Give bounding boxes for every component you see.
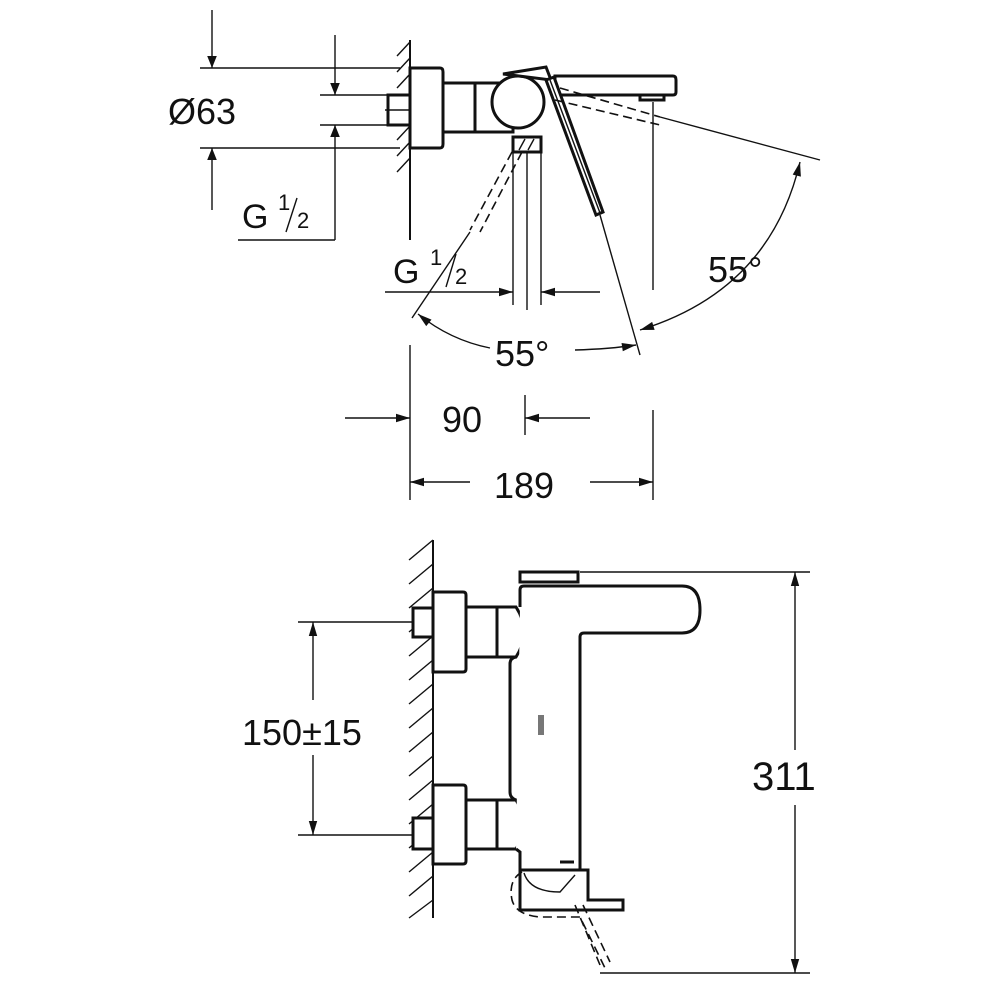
angle-right-label: 55° xyxy=(708,249,762,290)
inlet-thread-label-den: 2 xyxy=(297,208,309,233)
wall-side xyxy=(408,539,434,919)
dimension-outlet-thread: G 1 2 xyxy=(385,245,600,297)
side-view: 150±15 311 xyxy=(242,539,816,974)
top-view: Ø63 G 1 2 G 1 2 55° xyxy=(168,10,821,506)
dim-189-label: 189 xyxy=(494,465,554,506)
dimension-inlet-spacing: 150±15 xyxy=(242,621,413,836)
wall-top xyxy=(396,40,411,240)
mixer-side-outline xyxy=(411,570,702,912)
dimension-diameter: Ø63 xyxy=(168,10,400,210)
dimension-189: 189 xyxy=(410,410,654,506)
outlet-thread-label-main: G xyxy=(393,253,419,291)
hose-dashed xyxy=(510,871,611,969)
outlet-thread-label-den: 2 xyxy=(455,264,467,289)
height-label: 311 xyxy=(752,755,816,799)
outlet-thread-label-num: 1 xyxy=(430,245,442,270)
dimension-height: 311 xyxy=(580,571,816,974)
dimension-90: 90 xyxy=(345,345,590,500)
angle-bottom-label: 55° xyxy=(495,333,549,374)
brand-logo-mark xyxy=(538,715,544,735)
dimension-angle-right: 55° xyxy=(639,161,801,331)
inlet-spacing-label: 150±15 xyxy=(242,712,362,753)
rotated-position-dashed xyxy=(469,87,661,233)
dimension-inlet-thread: G 1 2 xyxy=(238,35,388,241)
inlet-thread-label-main: G xyxy=(242,198,268,236)
inlet-thread-label-num: 1 xyxy=(278,190,290,215)
mixer-top-outline xyxy=(385,65,678,218)
dim-90-label: 90 xyxy=(442,399,482,440)
diameter-label: Ø63 xyxy=(168,91,236,132)
extension-lines-top xyxy=(411,102,821,356)
dimension-angle-bottom: 55° xyxy=(417,313,637,374)
